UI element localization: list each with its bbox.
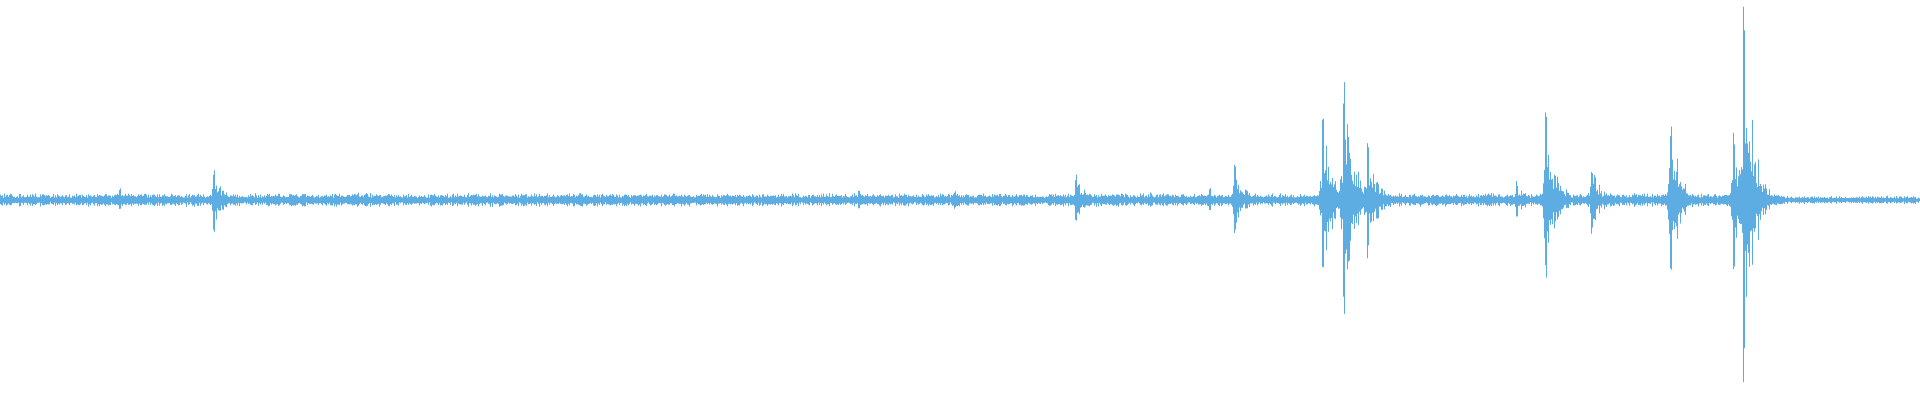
waveform-path <box>0 6 1920 383</box>
